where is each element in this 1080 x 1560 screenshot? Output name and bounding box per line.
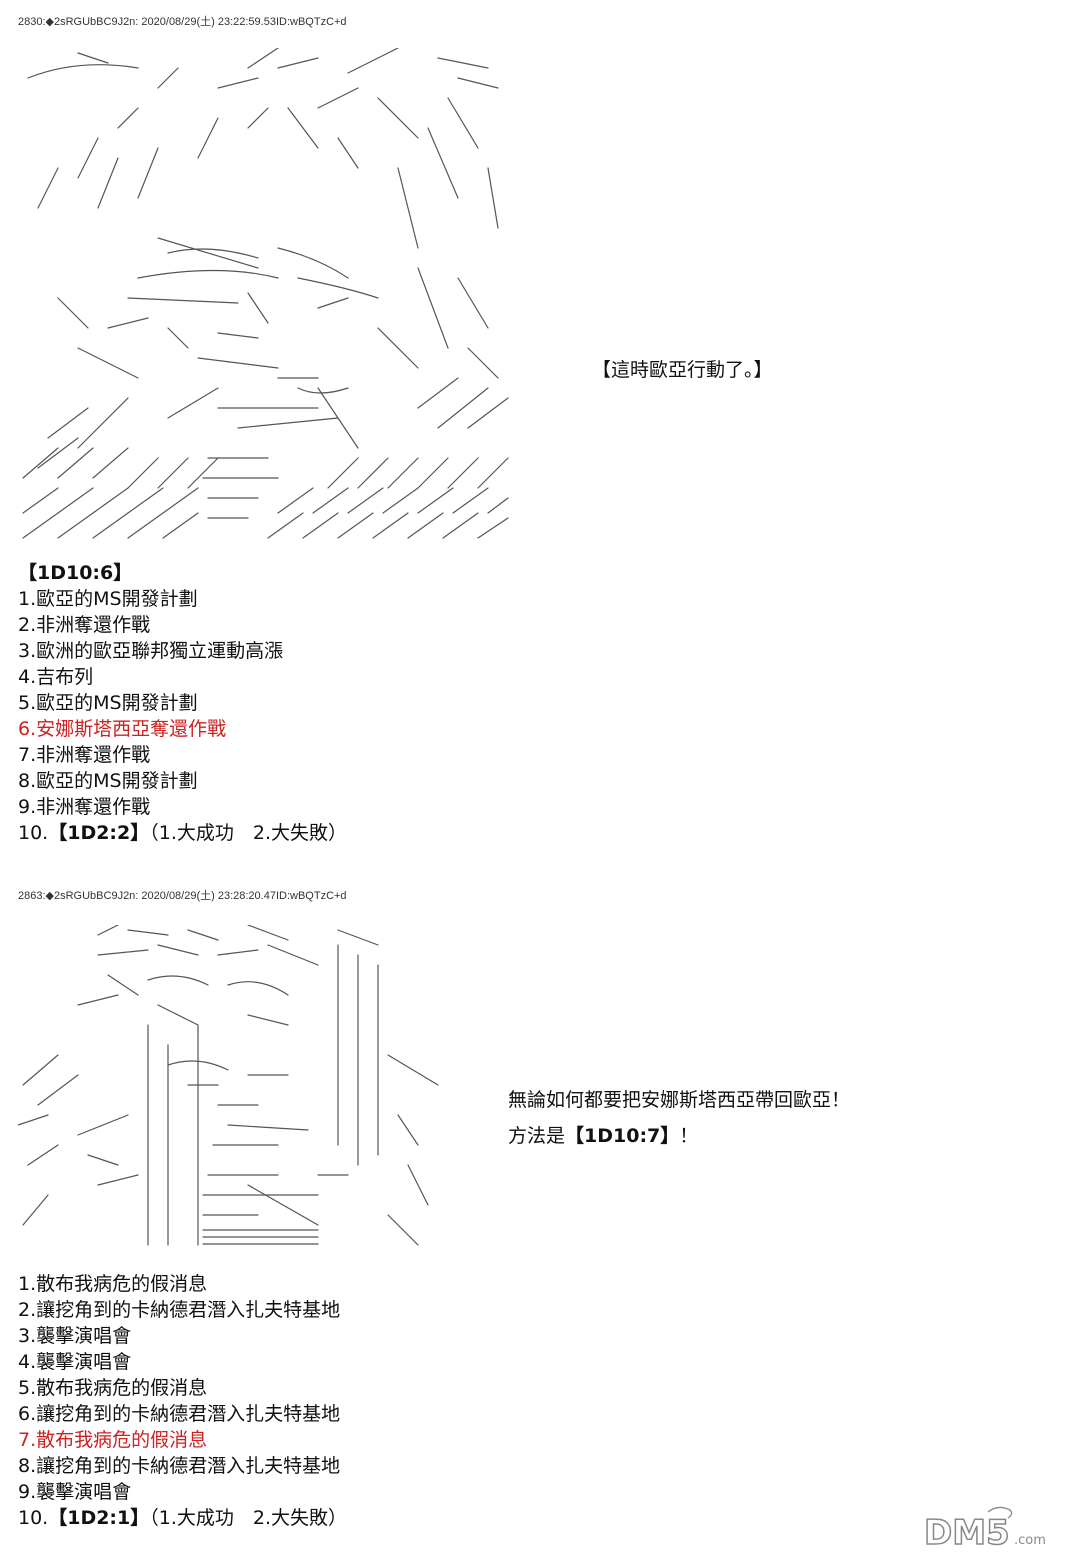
side-caption-2-line1: 無論如何都要把安娜斯塔西亞帶回歐亞！ — [508, 1089, 851, 1111]
list-item: 1.散布我病危的假消息 — [18, 1273, 208, 1295]
roll-list-2: 1.散布我病危的假消息 2.讓挖角到的卡納德君潛入扎夫特基地 3.襲擊演唱會 4… — [18, 1271, 347, 1531]
caption-suffix: ！ — [679, 1125, 699, 1147]
item-roll: 【1D2:2】 — [48, 822, 150, 844]
list-item: 5.散布我病危的假消息 — [18, 1377, 208, 1399]
item-prefix: 10. — [18, 822, 49, 844]
list-item-last: 10.【1D2:2】（1.大成功 2.大失敗） — [18, 820, 347, 846]
list-item: 7.非洲奪還作戰 — [18, 744, 151, 766]
list-item: 8.歐亞的MS開發計劃 — [18, 770, 198, 792]
list-item-last: 10.【1D2:1】（1.大成功 2.大失敗） — [18, 1505, 347, 1531]
list-item: 9.非洲奪還作戰 — [18, 796, 151, 818]
list-item: 2.非洲奪還作戰 — [18, 614, 151, 636]
list-item: 4.吉布列 — [18, 666, 94, 688]
post-header-1: 2830:◆2sRGUbBC9J2n: 2020/08/29(土) 23:22:… — [18, 16, 347, 28]
dm5-watermark-logo: DM5 .com — [918, 1504, 1068, 1554]
list-item: 8.讓挖角到的卡納德君潛入扎夫特基地 — [18, 1455, 341, 1477]
roll-list-1: 【1D10:6】 1.歐亞的MS開發計劃 2.非洲奪還作戰 3.歐洲的歐亞聯邦獨… — [18, 560, 347, 846]
item-prefix: 10. — [18, 1507, 49, 1529]
ascii-art-character-2 — [18, 925, 468, 1255]
list-item: 4.襲擊演唱會 — [18, 1351, 132, 1373]
list-item: 6.讓挖角到的卡納德君潛入扎夫特基地 — [18, 1403, 341, 1425]
list-item: 3.襲擊演唱會 — [18, 1325, 132, 1347]
roll-result-1: 【1D10:6】 — [18, 562, 133, 584]
item-suffix: （1.大成功 2.大失敗） — [149, 1507, 348, 1529]
list-item: 2.讓挖角到的卡納德君潛入扎夫特基地 — [18, 1299, 341, 1321]
list-item: 3.歐洲的歐亞聯邦獨立運動高漲 — [18, 640, 284, 662]
caption-roll: 【1D10:7】 — [565, 1125, 680, 1147]
list-item-highlighted: 6.安娜斯塔西亞奪還作戰 — [18, 718, 227, 740]
watermark-suffix: .com — [1014, 1533, 1046, 1548]
list-item: 5.歐亞的MS開發計劃 — [18, 692, 198, 714]
item-suffix: （1.大成功 2.大失敗） — [149, 822, 348, 844]
watermark-text: DM5 — [924, 1513, 1010, 1552]
side-caption-2-line2: 方法是【1D10:7】！ — [508, 1127, 698, 1146]
caption-prefix: 方法是 — [508, 1125, 566, 1147]
side-caption-1: 【這時歐亞行動了。】 — [592, 359, 773, 381]
list-item: 1.歐亞的MS開發計劃 — [18, 588, 198, 610]
list-item-highlighted: 7.散布我病危的假消息 — [18, 1429, 208, 1451]
item-roll: 【1D2:1】 — [48, 1507, 150, 1529]
post-header-2: 2863:◆2sRGUbBC9J2n: 2020/08/29(土) 23:28:… — [18, 890, 347, 902]
ascii-art-character-1 — [18, 48, 518, 543]
list-item: 9.襲擊演唱會 — [18, 1481, 132, 1503]
